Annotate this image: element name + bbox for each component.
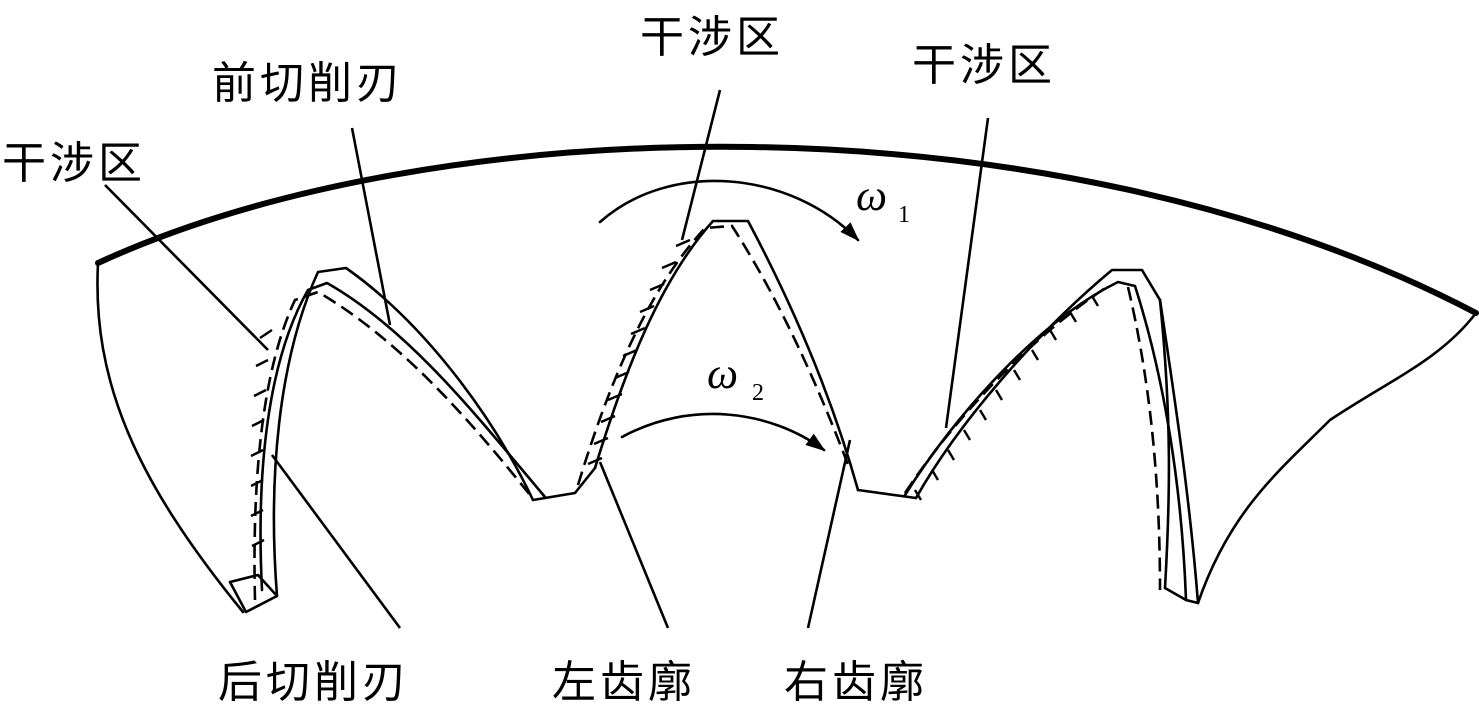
gear-body-outline	[96, 219, 1478, 614]
dashed-profiles	[253, 224, 1162, 601]
omega2-subscript: 2	[752, 380, 764, 406]
label-right-tooth-profile: 右齿廓	[784, 657, 928, 708]
label-interference-right: 干涉区	[912, 40, 1056, 91]
omega1-subscript: 1	[898, 202, 910, 228]
omega1-arrow	[598, 179, 860, 242]
label-left-tooth-profile: 左齿廓	[552, 657, 696, 708]
label-rear-cutting-edge: 后切削刃	[218, 657, 410, 708]
label-interference-middle: 干涉区	[640, 12, 784, 63]
interference-hatching	[250, 238, 1100, 548]
outer-rim-arc	[95, 143, 1479, 316]
omega2-symbol: ω	[707, 349, 738, 398]
omega2-arrow	[620, 412, 826, 452]
omega2-label: ω 2	[707, 349, 764, 406]
leader-lines	[104, 89, 990, 629]
label-interference-left: 干涉区	[2, 138, 146, 189]
label-front-cutting-edge: 前切削刃	[212, 58, 404, 109]
omega1-label: ω 1	[856, 171, 910, 228]
omega1-symbol: ω	[856, 171, 887, 220]
